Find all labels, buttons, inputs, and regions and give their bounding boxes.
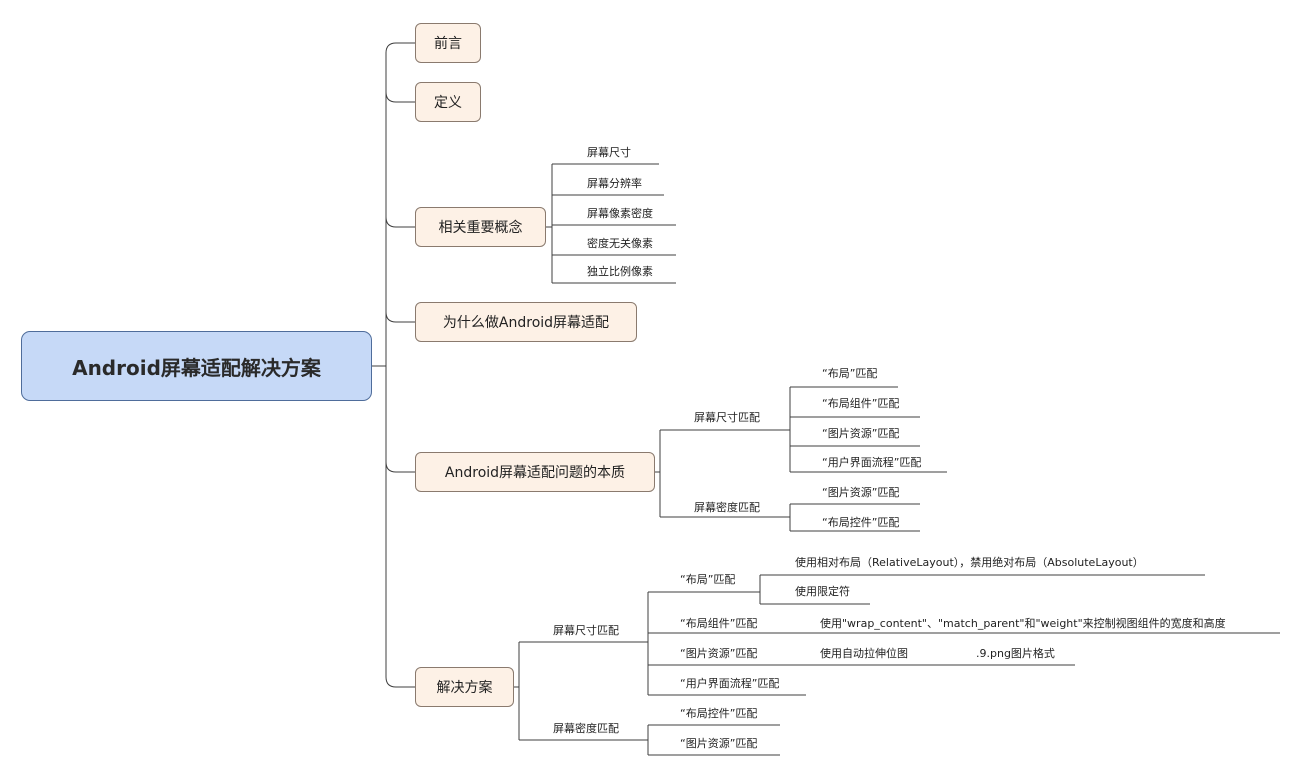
solution-density-item[interactable]: “布局控件”匹配 (680, 707, 758, 720)
topic-concepts[interactable]: 相关重要概念 (415, 207, 546, 247)
topic-definition[interactable]: 定义 (415, 82, 481, 122)
essence-size-item[interactable]: “布局”匹配 (822, 367, 878, 380)
solution-image-resources-item[interactable]: 使用自动拉伸位图 (820, 647, 908, 660)
topic-preface[interactable]: 前言 (415, 23, 481, 63)
concept-item[interactable]: 独立比例像素 (587, 265, 653, 278)
solution-layout-components-match[interactable]: “布局组件”匹配 (680, 617, 758, 630)
solution-density-item[interactable]: “图片资源”匹配 (680, 737, 758, 750)
topic-solution-label: 解决方案 (436, 680, 493, 696)
topic-essence[interactable]: Android屏幕适配问题的本质 (415, 452, 655, 492)
solution-layout-components-item[interactable]: 使用"wrap_content"、"match_parent"和"weight"… (820, 617, 1226, 630)
essence-size-item[interactable]: “图片资源”匹配 (822, 427, 900, 440)
solution-layout-item[interactable]: 使用限定符 (795, 585, 850, 598)
topic-concepts-label: 相关重要概念 (438, 220, 523, 236)
essence-size-item[interactable]: “用户界面流程”匹配 (822, 456, 922, 469)
concept-item[interactable]: 屏幕尺寸 (587, 146, 631, 159)
topic-solution[interactable]: 解决方案 (415, 667, 514, 707)
root-topic-label: Android屏幕适配解决方案 (72, 355, 321, 380)
root-topic[interactable]: Android屏幕适配解决方案 (21, 331, 372, 401)
concept-item[interactable]: 屏幕分辨率 (587, 177, 642, 190)
essence-density-match[interactable]: 屏幕密度匹配 (694, 501, 760, 514)
solution-layout-match[interactable]: “布局”匹配 (680, 573, 736, 586)
solution-size-match[interactable]: 屏幕尺寸匹配 (553, 624, 619, 637)
essence-density-item[interactable]: “图片资源”匹配 (822, 486, 900, 499)
solution-image-resources-subitem[interactable]: .9.png图片格式 (976, 647, 1055, 660)
topic-essence-label: Android屏幕适配问题的本质 (444, 465, 626, 481)
concept-item[interactable]: 屏幕像素密度 (587, 207, 653, 220)
solution-ui-flow-match[interactable]: “用户界面流程”匹配 (680, 677, 780, 690)
solution-layout-item[interactable]: 使用相对布局（RelativeLayout），禁用绝对布局（AbsoluteLa… (795, 556, 1144, 569)
essence-size-item[interactable]: “布局组件”匹配 (822, 397, 900, 410)
concept-item[interactable]: 密度无关像素 (587, 237, 653, 250)
solution-image-resources-match[interactable]: “图片资源”匹配 (680, 647, 758, 660)
topic-definition-label: 定义 (434, 95, 462, 111)
essence-size-match[interactable]: 屏幕尺寸匹配 (694, 411, 760, 424)
topic-why-label: 为什么做Android屏幕适配 (442, 315, 610, 331)
solution-density-match[interactable]: 屏幕密度匹配 (553, 722, 619, 735)
topic-why[interactable]: 为什么做Android屏幕适配 (415, 302, 637, 342)
topic-preface-label: 前言 (434, 36, 462, 52)
essence-density-item[interactable]: “布局控件”匹配 (822, 516, 900, 529)
